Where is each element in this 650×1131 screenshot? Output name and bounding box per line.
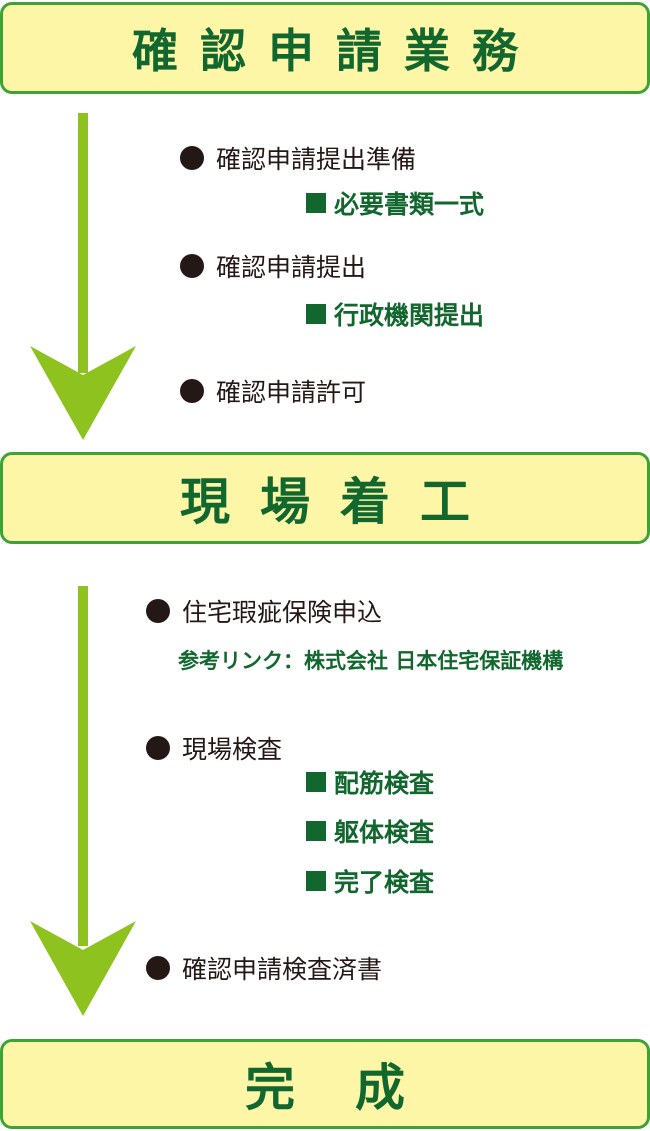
step-defect-insurance: 住宅瑕疵保険申込 [146, 593, 382, 629]
step-label: 確認申請許可 [216, 378, 367, 407]
substep-label: 躯体検査 [334, 818, 435, 847]
step-label: 住宅瑕疵保険申込 [182, 598, 383, 627]
bullet-dot [180, 379, 204, 403]
step-application-submission: 確認申請提出 [180, 248, 366, 284]
substep-label: 行政機関提出 [334, 301, 485, 330]
bullet-square [306, 304, 326, 324]
step-label: 現場検査 [182, 735, 283, 764]
step-site-inspection: 現場検査 [146, 730, 282, 766]
substep-label: 配筋検査 [334, 769, 435, 798]
stage-box-application: 確認申請業務 [0, 2, 650, 94]
substep-label: 完了検査 [334, 868, 435, 897]
step-label: 確認申請検査済書 [182, 955, 383, 984]
reference-link-housing-warranty[interactable]: 参考リンク：株式会社 日本住宅保証機構 [178, 649, 564, 673]
bullet-dot [146, 599, 170, 623]
step-label: 確認申請提出準備 [216, 145, 417, 174]
bullet-square [306, 871, 326, 891]
bullet-square [306, 821, 326, 841]
stage-title-application: 確認申請業務 [132, 24, 540, 78]
stage-title-construction-start: 現場着工 [180, 473, 500, 531]
flow-arrow-1 [30, 113, 136, 440]
bullet-square [306, 772, 326, 792]
step-application-approval: 確認申請許可 [180, 373, 366, 409]
bullet-dot [146, 956, 170, 980]
bullet-dot [180, 146, 204, 170]
substep-administrative-submission: 行政機関提出 [306, 296, 484, 332]
step-label: 確認申請提出 [216, 253, 367, 282]
stage-box-completion: 完成 [0, 1039, 650, 1129]
substep-required-documents: 必要書類一式 [306, 185, 484, 221]
bullet-square [306, 193, 326, 213]
substep-rebar-inspection: 配筋検査 [306, 764, 434, 800]
bullet-dot [180, 254, 204, 278]
step-inspection-certificate: 確認申請検査済書 [146, 950, 382, 986]
substep-label: 必要書類一式 [334, 190, 485, 219]
substep-completion-inspection: 完了検査 [306, 863, 434, 899]
bullet-dot [146, 736, 170, 760]
step-application-preparation: 確認申請提出準備 [180, 140, 416, 176]
stage-title-completion: 完成 [245, 1059, 465, 1117]
flow-arrow-2 [30, 586, 136, 1016]
stage-box-construction-start: 現場着工 [0, 452, 650, 544]
substep-frame-inspection: 躯体検査 [306, 813, 434, 849]
